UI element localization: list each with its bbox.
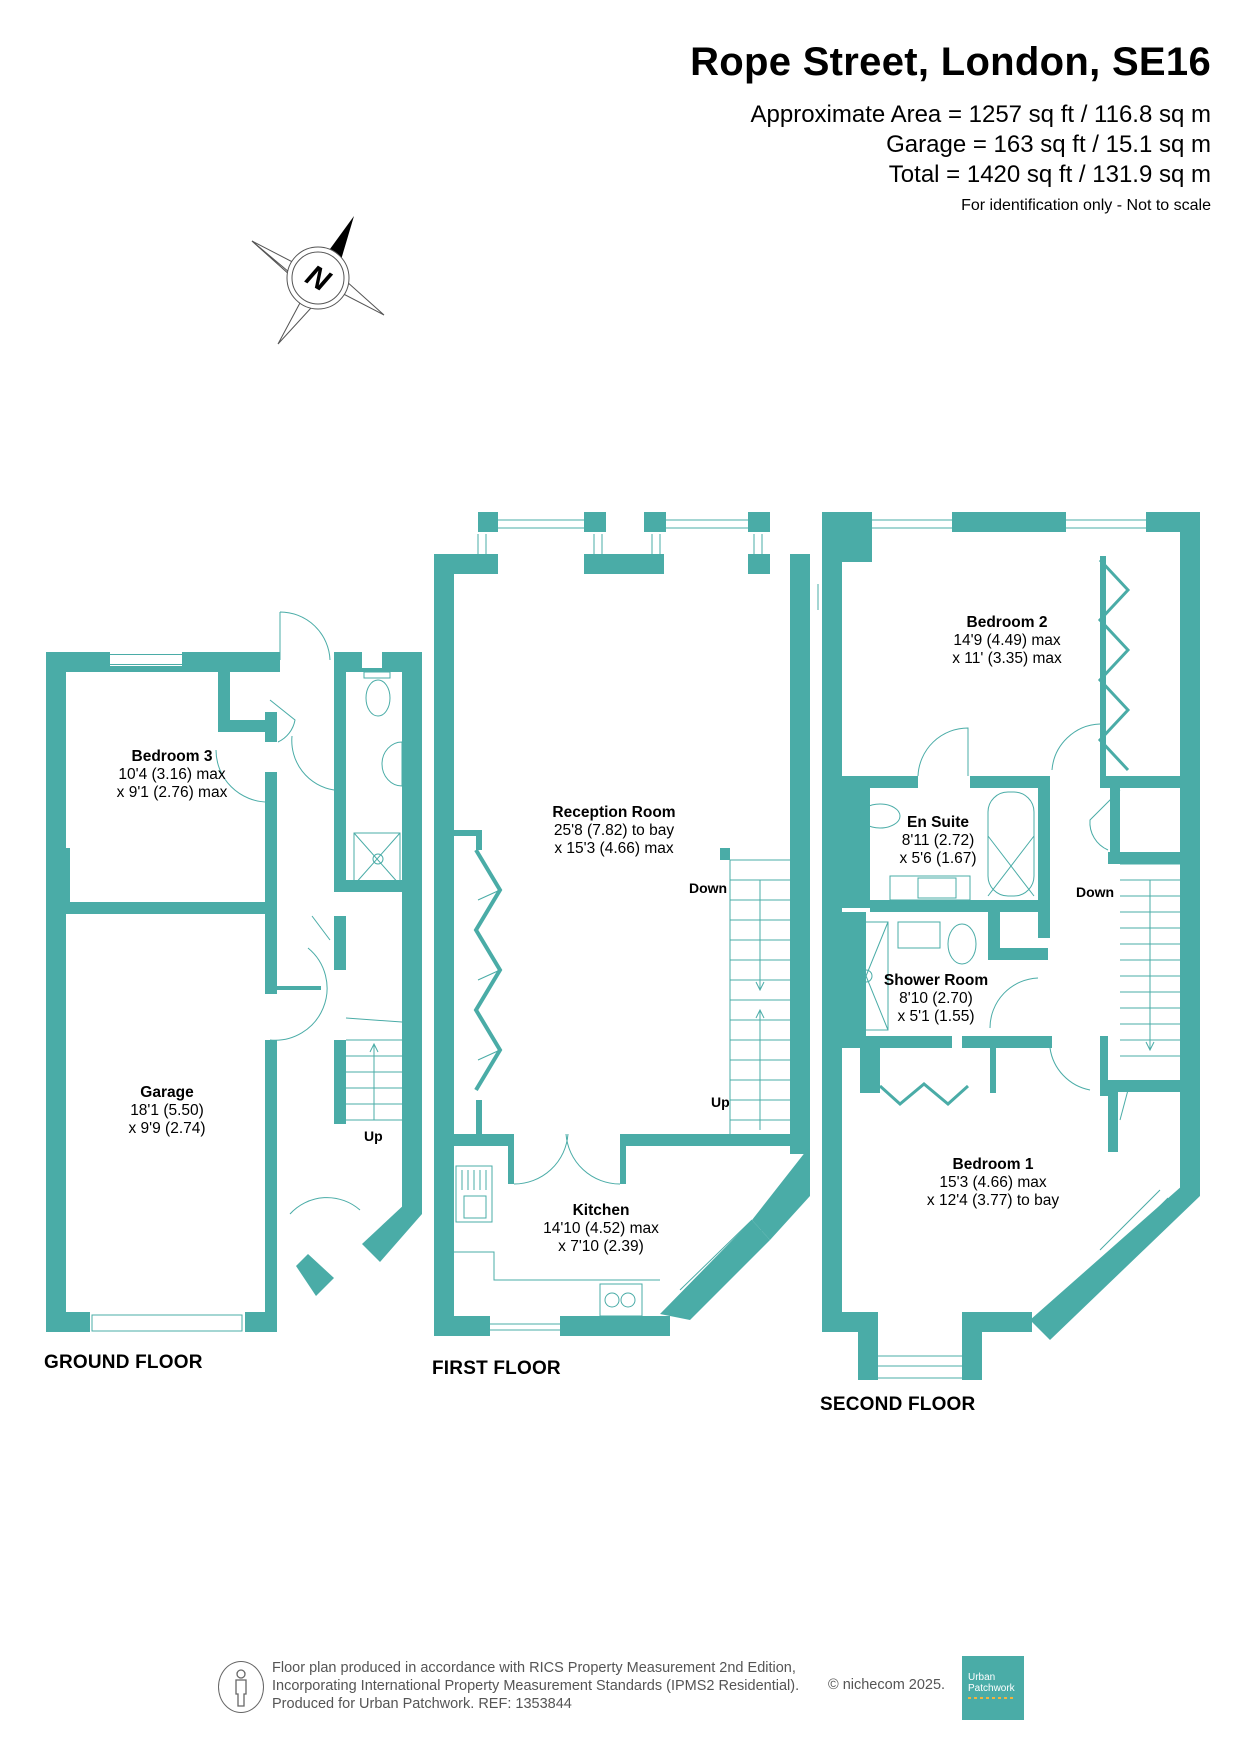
scale-note: For identification only - Not to scale xyxy=(961,197,1211,214)
footer-disclaimer: Floor plan produced in accordance with R… xyxy=(272,1659,799,1713)
room-label-kitchen: Kitchen 14'10 (4.52) max x 7'10 (2.39) xyxy=(543,1202,659,1256)
approximate-area: Approximate Area = 1257 sq ft / 116.8 sq… xyxy=(750,101,1212,128)
stair-label-down: Down xyxy=(1076,884,1115,900)
property-title: Rope Street, London, SE16 xyxy=(690,40,1211,84)
logo-text: Patchwork xyxy=(968,1683,1015,1694)
garage-area: Garage = 163 sq ft / 15.1 sq m xyxy=(886,131,1211,158)
room-name: Bedroom 3 xyxy=(131,748,213,765)
room-dimension: 25'8 (7.82) to bay xyxy=(553,822,675,839)
room-label-en-suite: En Suite 8'11 (2.72) x 5'6 (1.67) xyxy=(899,814,976,868)
compass-icon: N xyxy=(251,216,385,345)
ground-floor-fixtures xyxy=(91,611,403,1332)
first-floor-fixtures xyxy=(454,519,819,1331)
room-dimension: x 11' (3.35) max xyxy=(952,650,1062,667)
floor-label-ground: GROUND FLOOR xyxy=(44,1352,203,1373)
room-dimension: 8'10 (2.70) xyxy=(899,990,973,1007)
room-dimension: 8'11 (2.72) xyxy=(901,832,975,849)
room-name: Kitchen xyxy=(572,1202,630,1219)
room-dimension: 18'1 (5.50) xyxy=(130,1102,204,1119)
total-area: Total = 1420 sq ft / 131.9 sq m xyxy=(888,161,1211,188)
room-dimension: 10'4 (3.16) max xyxy=(118,766,226,783)
floor-label-first: FIRST FLOOR xyxy=(432,1358,561,1379)
person-icon xyxy=(235,1669,247,1707)
room-name: Garage xyxy=(140,1084,194,1101)
room-dimension: x 9'9 (2.74) xyxy=(128,1120,206,1137)
room-dimension: x 12'4 (3.77) to bay xyxy=(926,1192,1060,1209)
room-dimension: x 15'3 (4.66) max xyxy=(554,840,674,857)
second-floor-fixtures xyxy=(843,519,1180,1379)
room-name: Reception Room xyxy=(552,804,676,821)
footer-line: Produced for Urban Patchwork. REF: 13538… xyxy=(272,1696,572,1712)
room-name: Shower Room xyxy=(883,972,989,989)
logo-dots xyxy=(968,1697,1016,1699)
first-floor-plan xyxy=(434,512,810,1336)
stair-label-up: Up xyxy=(364,1128,383,1144)
room-name: Bedroom 2 xyxy=(966,614,1048,631)
room-name: En Suite xyxy=(906,814,969,831)
stair-label-down: Down xyxy=(689,880,728,896)
second-floor-plan xyxy=(822,512,1200,1380)
stair-label-up: Up xyxy=(711,1094,730,1110)
urban-patchwork-logo: Urban Patchwork xyxy=(962,1656,1024,1720)
ground-floor-plan xyxy=(46,652,422,1332)
room-dimension: 14'9 (4.49) max xyxy=(953,632,1061,649)
room-label-bedroom-3: Bedroom 3 10'4 (3.16) max x 9'1 (2.76) m… xyxy=(117,748,228,802)
room-label-shower-room: Shower Room 8'10 (2.70) x 5'1 (1.55) xyxy=(884,972,988,1026)
room-dimension: x 5'6 (1.67) xyxy=(899,850,977,867)
room-dimension: 15'3 (4.66) max xyxy=(939,1174,1047,1191)
person-scale-icon xyxy=(218,1661,264,1713)
room-dimension: x 9'1 (2.76) max xyxy=(116,784,228,801)
footer-line: Floor plan produced in accordance with R… xyxy=(272,1660,796,1676)
room-name: Bedroom 1 xyxy=(952,1156,1034,1173)
room-dimension: 14'10 (4.52) max xyxy=(543,1220,659,1237)
footer-line: Incorporating International Property Mea… xyxy=(272,1678,800,1694)
room-label-bedroom-2: Bedroom 2 14'9 (4.49) max x 11' (3.35) m… xyxy=(952,614,1062,668)
room-dimension: x 5'1 (1.55) xyxy=(897,1008,975,1025)
copyright-notice: © nichecom 2025. xyxy=(828,1677,946,1693)
logo-text: Urban xyxy=(968,1672,996,1683)
room-label-reception-room: Reception Room 25'8 (7.82) to bay x 15'3… xyxy=(552,804,675,858)
room-label-garage: Garage 18'1 (5.50) x 9'9 (2.74) xyxy=(128,1084,205,1138)
floor-label-second: SECOND FLOOR xyxy=(820,1394,976,1415)
room-dimension: x 7'10 (2.39) xyxy=(558,1238,644,1255)
room-label-bedroom-1: Bedroom 1 15'3 (4.66) max x 12'4 (3.77) … xyxy=(927,1156,1059,1210)
